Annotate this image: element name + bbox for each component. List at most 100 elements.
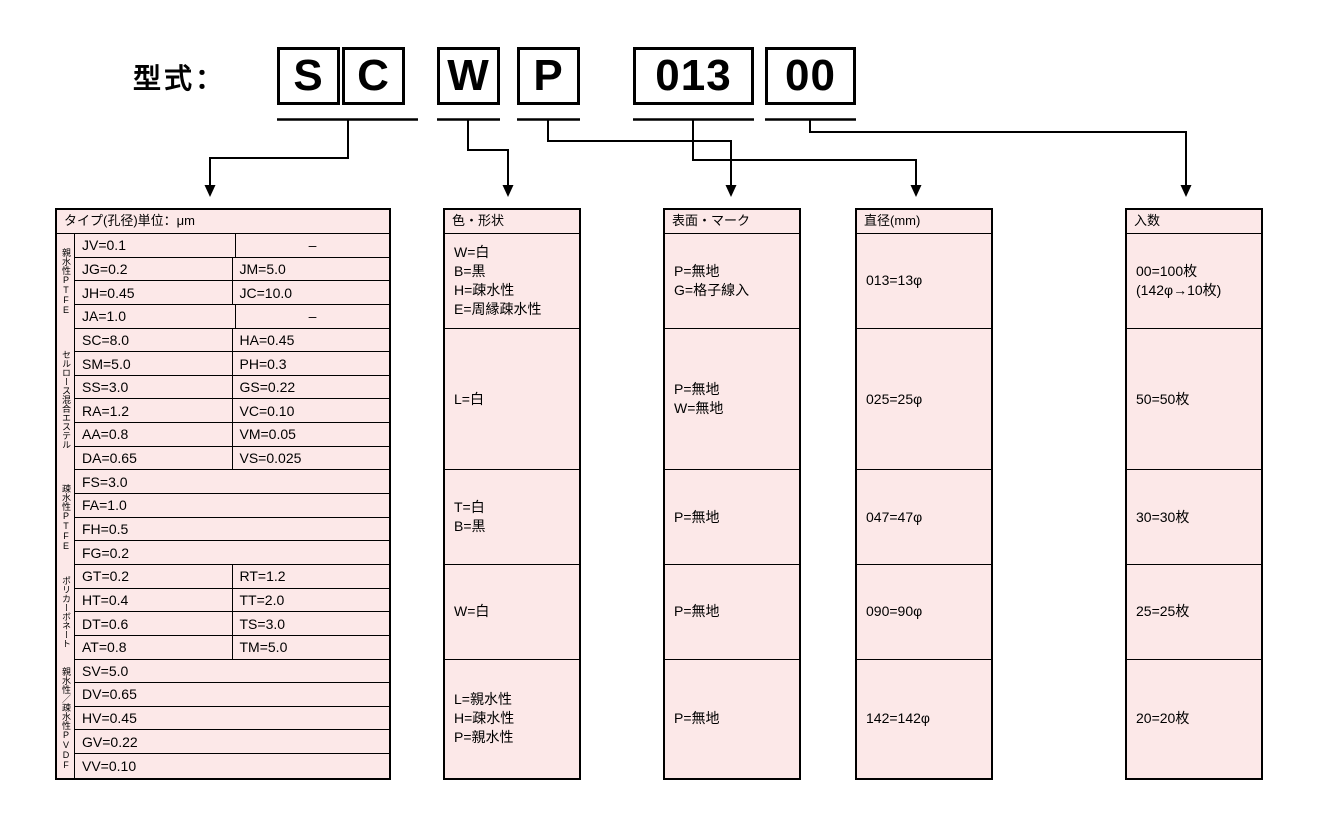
attr-table-section: P=無地 G=格子線入 <box>665 234 799 329</box>
type-code-cell: AA=0.8 <box>75 423 233 446</box>
attr-table-section: 50=50枚 <box>1127 329 1261 471</box>
attr-value: W=無地 <box>674 400 724 417</box>
attr-table-section: 025=25φ <box>857 329 991 471</box>
material-category-label: 親水性PTFE <box>57 234 75 329</box>
type-code-cell: HA=0.45 <box>239 331 295 348</box>
type-code-cell: VV=0.10 <box>82 757 137 774</box>
type-code-cell: GS=0.22 <box>239 379 296 396</box>
attr-value: P=親水性 <box>454 729 514 746</box>
attr-table-section: P=無地 <box>665 565 799 660</box>
type-table-row: VV=0.10 <box>75 754 389 778</box>
type-table-row: JA=1.0 – <box>75 304 389 329</box>
type-table-row: HV=0.45 <box>75 707 389 731</box>
type-code-cell: JM=5.0 <box>239 260 286 277</box>
attr-value: H=疎水性 <box>454 281 515 298</box>
type-table-row: FG=0.2 <box>75 541 389 565</box>
attr-table-section: 090=90φ <box>857 565 991 660</box>
type-code-cell: RT=1.2 <box>239 568 286 585</box>
attr-value: L=白 <box>454 390 484 407</box>
code-segment-box: W <box>437 47 500 105</box>
type-code-cell: DV=0.65 <box>82 686 137 703</box>
type-code-cell: JH=0.45 <box>75 281 233 304</box>
type-table-row: DA=0.65 VS=0.025 <box>75 446 389 471</box>
type-code-cell: SM=5.0 <box>75 352 233 375</box>
attr-value: H=疎水性 <box>454 710 515 727</box>
code-segment-box: 00 <box>765 47 856 105</box>
material-category-label: セルロース混合エステル <box>57 328 75 471</box>
attr-value: P=無地 <box>674 603 720 620</box>
color-shape-header: 色・形状 <box>445 210 579 234</box>
attr-value: B=黒 <box>454 262 486 279</box>
type-code-cell: JV=0.1 <box>75 234 236 257</box>
type-code-cell: SS=3.0 <box>75 375 233 399</box>
type-code-cell: VS=0.025 <box>239 450 302 467</box>
attr-value: W=白 <box>454 243 490 260</box>
type-code-cell: – <box>308 308 317 325</box>
connector-line <box>547 120 732 186</box>
attr-table-section: P=無地 <box>665 470 799 566</box>
type-code-cell: HT=0.4 <box>75 588 233 612</box>
down-arrow-icon <box>502 185 514 197</box>
type-code-cell: FG=0.2 <box>82 544 130 561</box>
type-code-cell: RA=1.2 <box>75 399 233 423</box>
attr-value: P=無地 <box>674 262 720 279</box>
code-segment-box: S <box>277 47 340 105</box>
attr-table-section: 30=30枚 <box>1127 470 1261 566</box>
attr-table-section: L=白 <box>445 329 579 471</box>
type-code-cell: – <box>308 237 317 254</box>
connector-line <box>809 120 1187 186</box>
type-table-row: FH=0.5 <box>75 518 389 542</box>
attr-table-section: W=白 B=黒 H=疎水性 E=周縁疎水性 <box>445 234 579 329</box>
material-category-label: 親水性／疎水性PVDF <box>57 659 75 778</box>
attr-table-section: 00=100枚 (142φ→10枚) <box>1127 234 1261 329</box>
attr-value: (142φ→10枚) <box>1136 281 1222 298</box>
diameter-header: 直径(mm) <box>857 210 991 234</box>
attr-value: 20=20枚 <box>1136 710 1190 727</box>
type-table-row: GV=0.22 <box>75 730 389 755</box>
type-table-row: JV=0.1 – <box>75 234 389 258</box>
type-code-cell: FS=3.0 <box>82 473 128 490</box>
attr-value: 30=30枚 <box>1136 508 1190 525</box>
attr-value: 025=25φ <box>866 390 923 407</box>
attr-table-section: 013=13φ <box>857 234 991 329</box>
surface-mark-header: 表面・マーク <box>665 210 799 234</box>
attr-value: 25=25枚 <box>1136 603 1190 620</box>
attr-table-section: W=白 <box>445 565 579 660</box>
type-code-cell: GV=0.22 <box>82 733 138 750</box>
attr-value: 090=90φ <box>866 603 923 620</box>
type-code-cell: DT=0.6 <box>75 612 233 635</box>
down-arrow-icon <box>1180 185 1192 197</box>
type-table-row: SV=5.0 <box>75 660 389 684</box>
type-code-cell: GT=0.2 <box>75 564 233 588</box>
type-code-cell: FA=1.0 <box>82 497 127 514</box>
attr-value: T=白 <box>454 499 485 516</box>
attr-value: E=周縁疎水性 <box>454 300 542 317</box>
type-code-cell: DA=0.65 <box>75 446 233 470</box>
attr-value: 00=100枚 <box>1136 262 1198 279</box>
code-segment-box: 013 <box>633 47 754 105</box>
attr-table-section: 25=25枚 <box>1127 565 1261 660</box>
type-table-row: FS=3.0 <box>75 470 389 495</box>
type-code-cell: JA=1.0 <box>75 304 236 328</box>
attr-value: G=格子線入 <box>674 281 750 298</box>
connector-line <box>467 120 509 186</box>
material-category-label: ポリカーボネート <box>57 564 75 660</box>
